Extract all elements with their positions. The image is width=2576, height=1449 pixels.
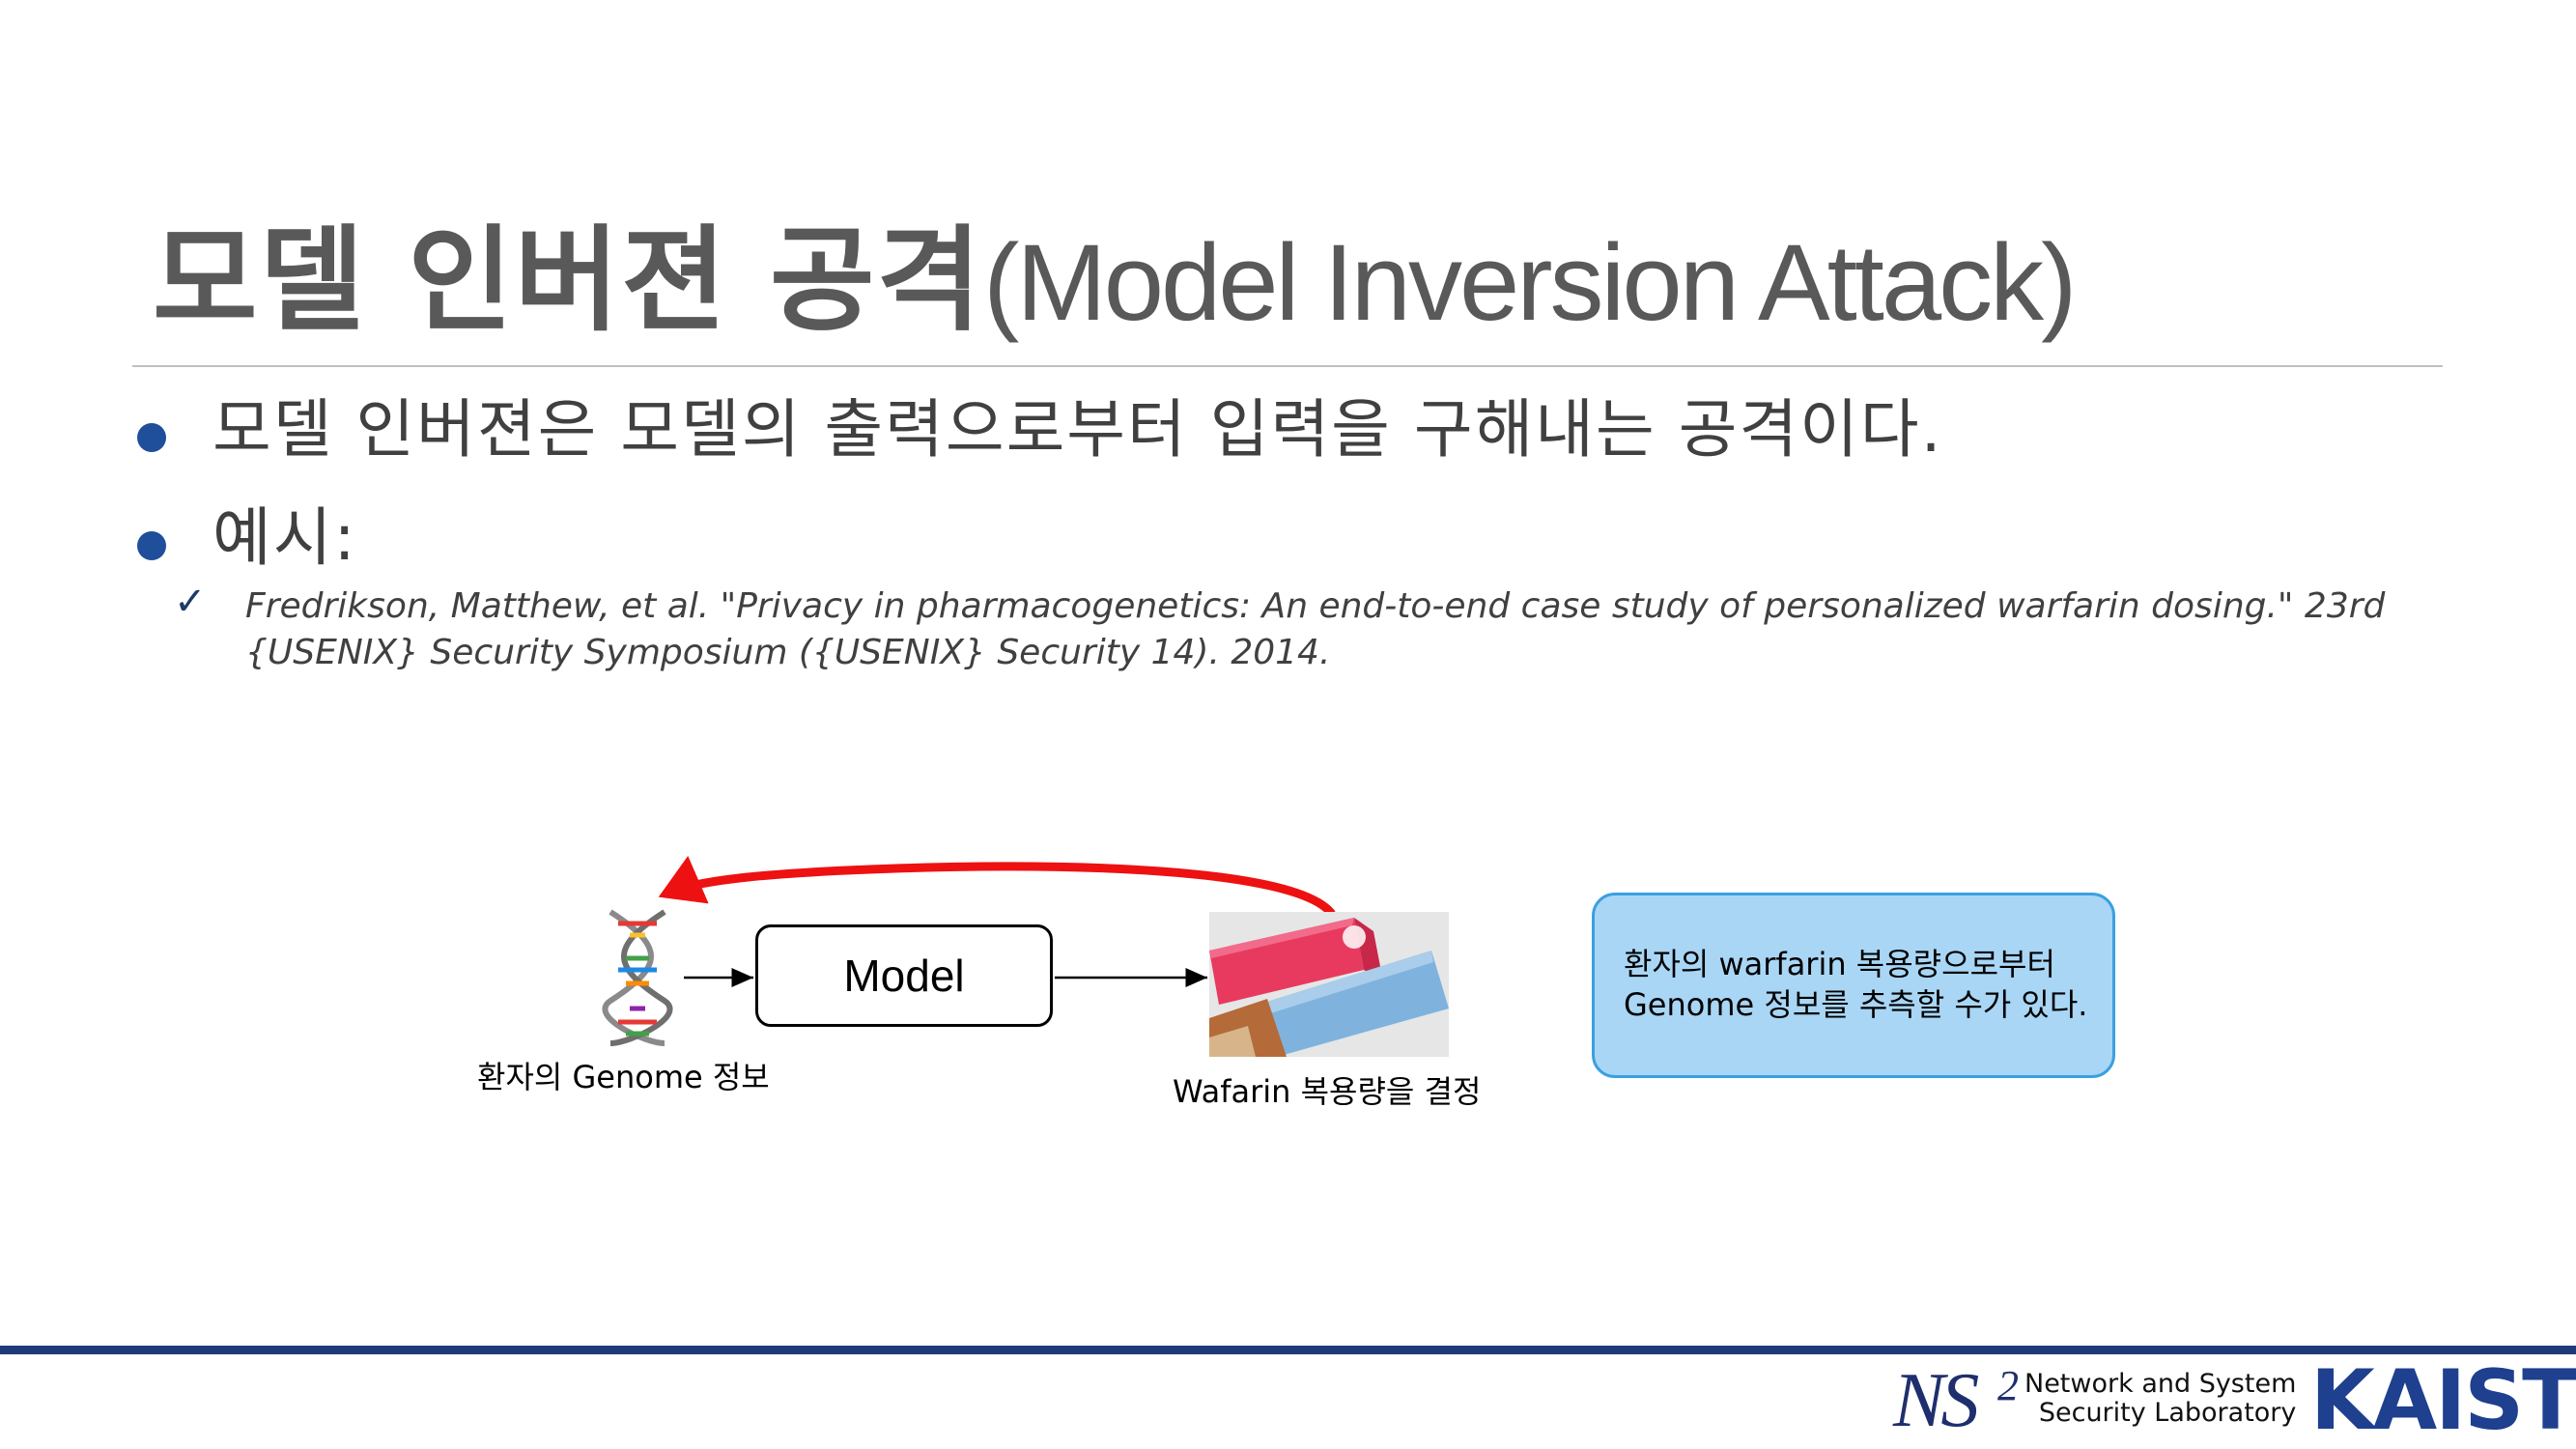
citation-text: Fredrikson, Matthew, et al. "Privacy in …: [245, 586, 2386, 672]
lab-name: Network and System Security Laboratory: [2024, 1370, 2296, 1428]
ns2-logo: NS 2: [1893, 1357, 2019, 1444]
bullet-dot-icon: [137, 423, 166, 452]
inversion-arrow-red: [658, 855, 1336, 918]
bullet-text: 모델 인버젼은 모델의 출력으로부터 입력을 구해내는 공격이다.: [212, 392, 1943, 467]
check-mark-icon: ✓: [174, 580, 207, 624]
slide-title-korean: 모델 인버젼 공격: [153, 213, 984, 347]
callout-box: 환자의 warfarin 복용량으로부터 Genome 정보를 추측할 수가 있…: [1592, 893, 2115, 1078]
callout-line: Genome 정보를 추측할 수가 있다.: [1624, 986, 2088, 1023]
dna-helix-icon: [602, 909, 673, 1046]
lab-name-line: Security Laboratory: [2038, 1398, 2297, 1428]
slide-title-english: (Model Inversion Attack): [983, 222, 2077, 343]
warfarin-box-photo: [1209, 912, 1449, 1057]
genome-caption: 환자의 Genome 정보: [477, 1059, 770, 1095]
model-box: Model: [755, 924, 1053, 1027]
title-divider: [132, 365, 2443, 367]
kaist-logo: KAIST: [2310, 1352, 2576, 1449]
slide-title: 모델 인버젼 공격(Model Inversion Attack): [153, 203, 2077, 357]
ns2-logo-text: NS: [1893, 1358, 1979, 1443]
warfarin-caption: Wafarin 복용량을 결정: [1173, 1073, 1482, 1110]
lab-name-line: Network and System: [2024, 1369, 2297, 1399]
ns2-logo-superscript: 2: [1997, 1362, 2019, 1409]
bullet-dot-icon: [137, 531, 166, 560]
footer-divider: [0, 1346, 2576, 1354]
warfarin-box-drawing: [1209, 912, 1449, 1057]
callout-line: 환자의 warfarin 복용량으로부터: [1624, 946, 2055, 982]
bullet-text: 예시:: [212, 500, 357, 575]
